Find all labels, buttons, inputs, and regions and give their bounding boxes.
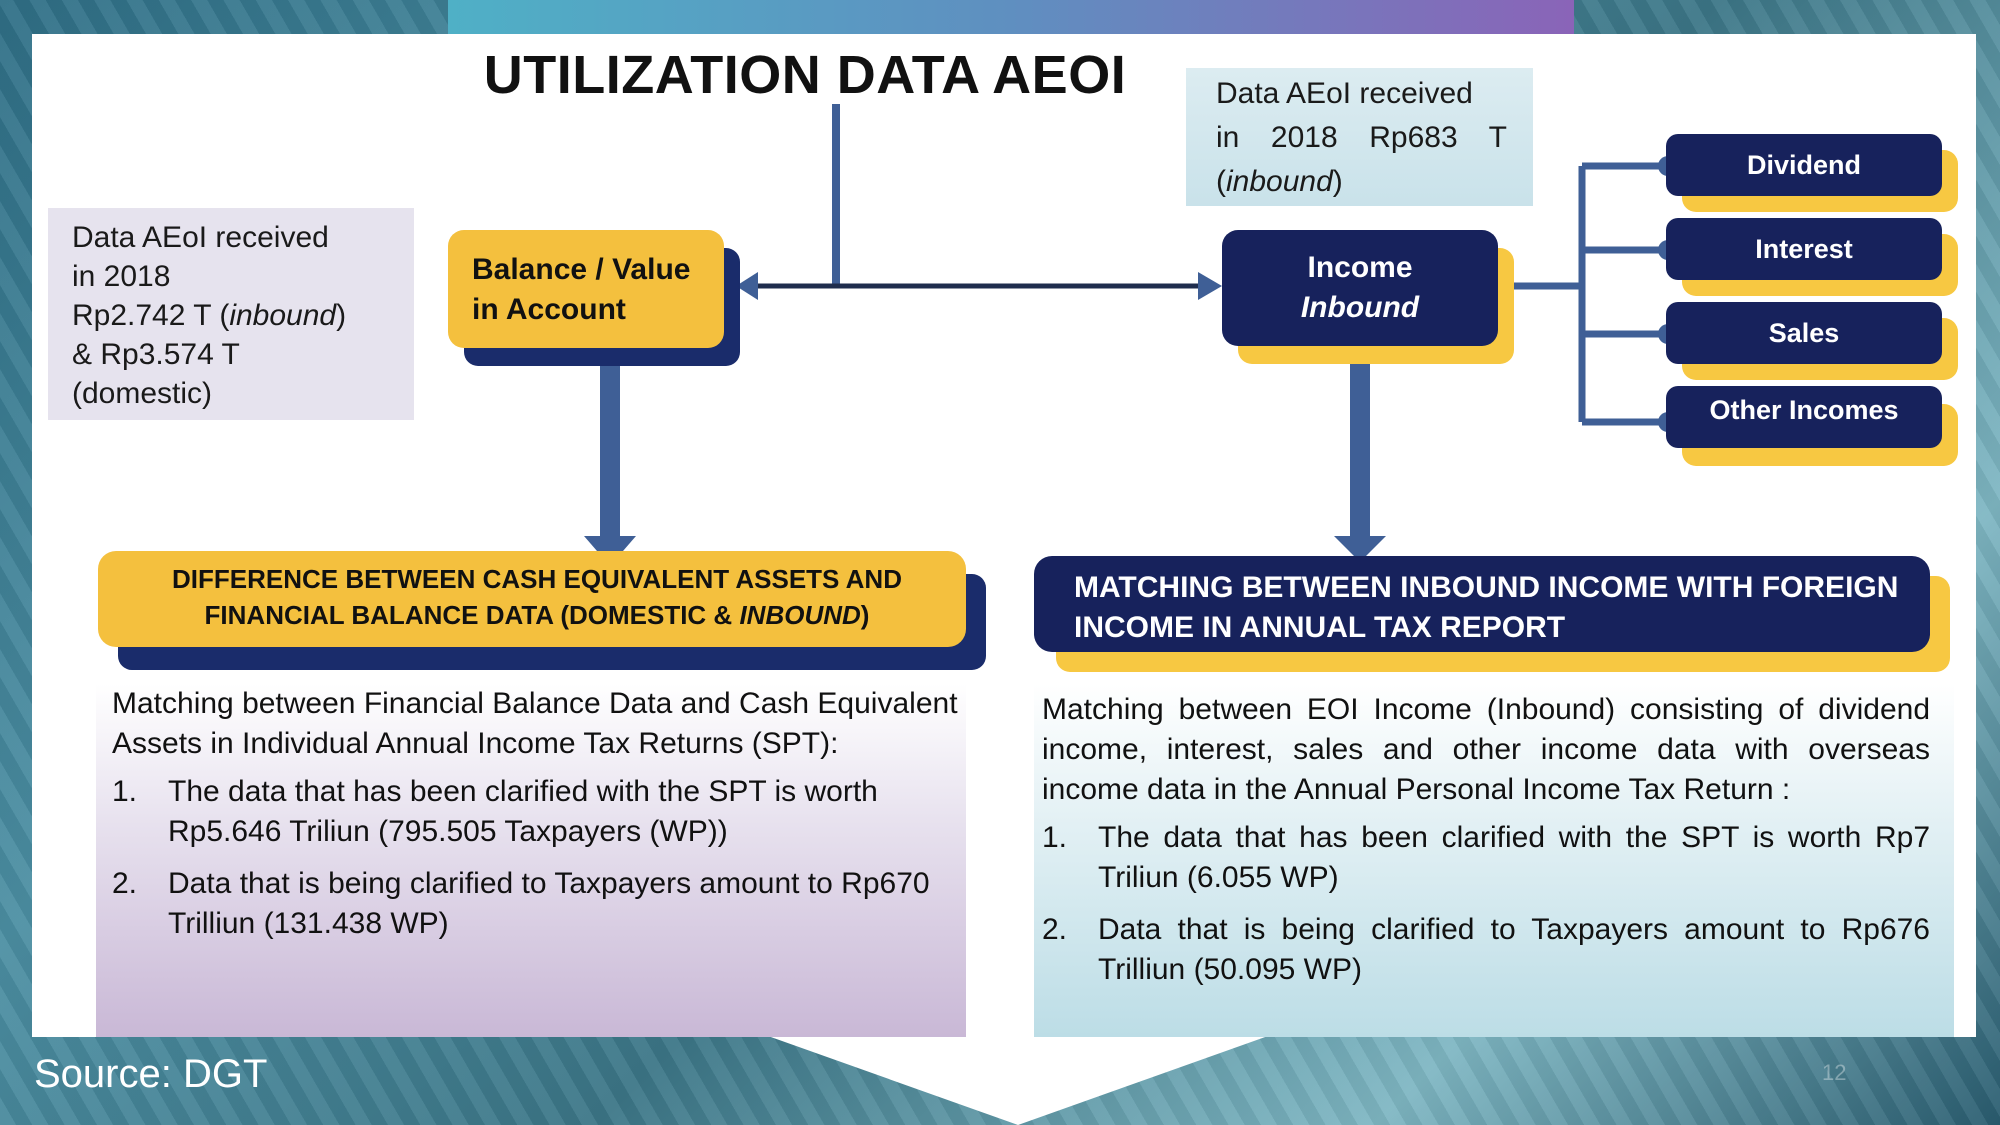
list-item: 2. Data that is being clarified to Taxpa… bbox=[112, 864, 966, 944]
balance-box-line1: Balance / Value bbox=[472, 253, 691, 286]
list-item-text: The data that has been clarified with th… bbox=[1098, 821, 1930, 894]
list-item: 1. The data that has been clarified with… bbox=[1042, 818, 1930, 898]
category-sales: Sales bbox=[1666, 302, 1942, 364]
arrow-right-head bbox=[1198, 272, 1222, 300]
slide-title: UTILIZATION DATA AEOI bbox=[483, 45, 1127, 105]
note-left-line3-post: ) bbox=[336, 299, 347, 332]
note-left-line2: in 2018 bbox=[72, 260, 171, 293]
note-left-line4: & Rp3.574 T bbox=[72, 338, 240, 371]
income-box-line1: Income bbox=[1307, 251, 1413, 284]
list-item-text: Data that is being clarified to Taxpayer… bbox=[1098, 913, 1930, 986]
top-decorative-band bbox=[448, 0, 1574, 36]
down-arrow-right-head bbox=[1334, 536, 1386, 562]
matching-banner: MATCHING BETWEEN INBOUND INCOME WITH FOR… bbox=[1034, 556, 1930, 652]
note-left-line1: Data AEoI received bbox=[72, 221, 329, 254]
left-panel-intro: Matching between Financial Balance Data … bbox=[112, 687, 958, 760]
note-right-line2: in 2018 Rp683 T bbox=[1216, 121, 1507, 154]
right-banner-line1: MATCHING BETWEEN INBOUND INCOME WITH FOR… bbox=[1074, 571, 1899, 604]
page-number: 12 bbox=[1822, 1060, 1847, 1085]
left-banner-line1: DIFFERENCE BETWEEN CASH EQUIVALENT ASSET… bbox=[172, 564, 902, 594]
list-item-number: 2. bbox=[112, 867, 138, 900]
right-description-panel: Matching between EOI Income (Inbound) co… bbox=[1034, 684, 1954, 1037]
note-left-line3-em: inbound bbox=[229, 299, 337, 332]
list-item-number: 1. bbox=[1042, 821, 1068, 854]
note-right-line3-post: ) bbox=[1332, 165, 1343, 198]
note-right-line3: (inbound) bbox=[1216, 160, 1507, 204]
left-banner-line2-em: INBOUND bbox=[739, 600, 861, 630]
income-box-line2: Inbound bbox=[1300, 291, 1420, 324]
list-item-text: The data that has been clarified with th… bbox=[168, 775, 878, 848]
left-panel-list: 1. The data that has been clarified with… bbox=[112, 772, 966, 944]
right-panel-list: 1. The data that has been clarified with… bbox=[1042, 818, 1930, 990]
category-other-incomes: Other Incomes bbox=[1666, 386, 1942, 448]
note-left-line5: (domestic) bbox=[72, 377, 213, 410]
note-right-aeoi-received: Data AEoI received in 2018 Rp683 T (inbo… bbox=[1186, 68, 1533, 206]
income-inbound-box: Income Inbound bbox=[1222, 230, 1498, 346]
list-item-number: 1. bbox=[112, 775, 138, 808]
note-right-line1: Data AEoI received bbox=[1216, 77, 1473, 110]
list-item-text: Data that is being clarified to Taxpayer… bbox=[168, 867, 930, 940]
bottom-chevron bbox=[768, 1036, 1268, 1125]
arrow-left-head bbox=[736, 272, 758, 300]
left-banner-line2-post: ) bbox=[860, 600, 870, 630]
note-left-line3-pre: Rp2.742 T ( bbox=[72, 299, 230, 332]
down-arrow-right-shaft bbox=[1350, 356, 1370, 538]
note-left-aeoi-received: Data AEoI received in 2018 Rp2.742 T (in… bbox=[48, 208, 414, 420]
list-item: 1. The data that has been clarified with… bbox=[112, 772, 966, 852]
list-item-number: 2. bbox=[1042, 913, 1068, 946]
source-caption: Source: DGT bbox=[34, 1052, 268, 1096]
note-right-line3-em: inbound bbox=[1226, 165, 1333, 198]
balance-box-line2: in Account bbox=[472, 293, 626, 326]
note-right-line3-pre: ( bbox=[1216, 165, 1226, 198]
left-banner-line2: FINANCIAL BALANCE DATA (DOMESTIC & INBOU… bbox=[138, 597, 936, 633]
right-banner-line2: INCOME IN ANNUAL TAX REPORT bbox=[1074, 611, 1566, 644]
list-item: 2. Data that is being clarified to Taxpa… bbox=[1042, 910, 1930, 990]
down-arrow-left-shaft bbox=[600, 356, 620, 538]
note-left-line3: Rp2.742 T (inbound) bbox=[72, 296, 414, 335]
category-interest: Interest bbox=[1666, 218, 1942, 280]
right-panel-intro: Matching between EOI Income (Inbound) co… bbox=[1042, 693, 1930, 806]
left-description-panel: Matching between Financial Balance Data … bbox=[96, 684, 966, 1037]
left-banner-line2-pre: FINANCIAL BALANCE DATA (DOMESTIC & bbox=[204, 600, 740, 630]
difference-banner: DIFFERENCE BETWEEN CASH EQUIVALENT ASSET… bbox=[98, 551, 966, 647]
category-dividend: Dividend bbox=[1666, 134, 1942, 196]
balance-value-box: Balance / Value in Account bbox=[448, 230, 724, 348]
